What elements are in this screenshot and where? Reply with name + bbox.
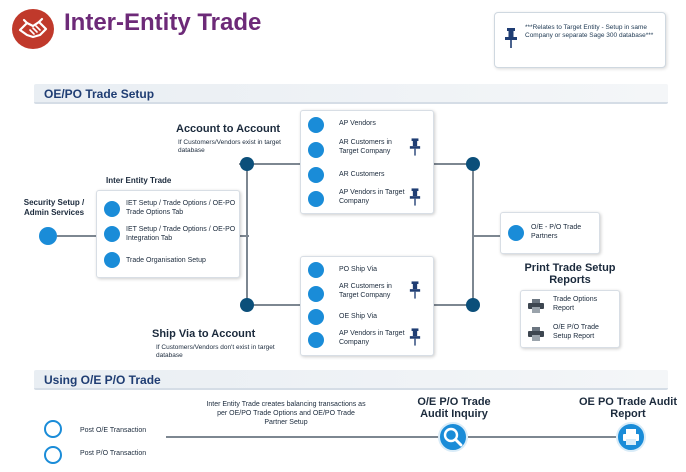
pin-icon <box>409 138 421 156</box>
ship-via-heading: Ship Via to Account <box>152 328 256 340</box>
connector <box>468 436 616 438</box>
section-banner-setup: OE/PO Trade Setup <box>34 84 668 104</box>
connector <box>261 304 301 306</box>
connector <box>166 436 442 438</box>
report-item: O/E P/O Trade Setup Report <box>553 324 599 340</box>
account-item: AR Customers in Target Company <box>339 139 392 155</box>
junction-node <box>240 157 254 171</box>
printer-icon <box>528 327 544 341</box>
report-item: Trade Options Report <box>553 296 598 312</box>
account-item: AP Vendors <box>339 120 376 127</box>
page-title: Inter-Entity Trade <box>64 9 262 36</box>
connector <box>472 163 474 305</box>
account-to-account-box: AP Vendors AR Customers in Target Compan… <box>300 110 434 214</box>
section-title-setup: OE/PO Trade Setup <box>44 87 155 101</box>
printer-icon <box>623 429 639 445</box>
inter-entity-item: IET Setup / Trade Options / OE-PO Integr… <box>126 226 236 242</box>
legend-note-text: ***Relates to Target Entity - Setup in s… <box>525 24 654 39</box>
pin-icon <box>409 328 421 346</box>
ship-via-sub: If Customers/Vendors don't exist in targ… <box>156 344 275 359</box>
step-label: Post O/E Transaction <box>80 427 147 434</box>
connector <box>246 163 248 305</box>
printer-icon <box>528 299 544 313</box>
bullet-dot <box>308 262 324 278</box>
bullet-dot <box>308 332 324 348</box>
bullet-dot <box>104 226 120 242</box>
bullet-dot <box>308 117 324 133</box>
ship-via-item: OE Ship Via <box>339 313 378 320</box>
bullet-dot <box>308 309 324 325</box>
bullet-dot <box>308 167 324 183</box>
reports-box: Trade Options Report O/E P/O Trade Setup… <box>520 290 620 348</box>
trade-partners-label: O/E - P/O Trade Partners <box>531 224 582 240</box>
account-to-account-sub: If Customers/Vendors exist in target dat… <box>178 139 281 154</box>
connector <box>239 235 249 237</box>
audit-inquiry-node <box>438 422 468 452</box>
junction-node <box>466 157 480 171</box>
bullet-dot <box>308 142 324 158</box>
step-node <box>44 420 62 438</box>
junction-node <box>466 298 480 312</box>
audit-report-label: OE PO Trade Audit Report <box>579 396 677 420</box>
reports-heading: Print Trade Setup Reports <box>524 262 616 286</box>
bullet-dot <box>308 286 324 302</box>
connector <box>57 235 97 237</box>
inter-entity-item: Trade Organisation Setup <box>126 257 206 264</box>
trade-partners-box: O/E - P/O Trade Partners <box>500 212 600 254</box>
audit-report-node <box>616 422 646 452</box>
account-item: AR Customers <box>339 171 385 178</box>
security-setup-label: Security Setup / Admin Services <box>23 198 85 217</box>
pin-icon <box>409 281 421 299</box>
account-item: AP Vendors in Target Company <box>339 189 405 205</box>
connector <box>472 235 502 237</box>
junction-node <box>240 298 254 312</box>
bullet-dot <box>104 201 120 217</box>
step-label: Post P/O Transaction <box>80 450 147 457</box>
bullet-dot <box>308 191 324 207</box>
connector <box>433 163 473 165</box>
search-icon <box>443 427 463 447</box>
audit-inquiry-label: O/E P/O Trade Audit Inquiry <box>417 396 491 420</box>
ship-via-item: AR Customers in Target Company <box>339 283 392 299</box>
section-banner-using: Using O/E P/O Trade <box>34 370 668 390</box>
connector <box>433 304 473 306</box>
security-setup-node <box>39 227 57 245</box>
legend-note: ***Relates to Target Entity - Setup in s… <box>494 12 666 68</box>
ship-via-box: PO Ship Via AR Customers in Target Compa… <box>300 256 434 356</box>
bullet-dot <box>508 225 524 241</box>
using-description: Inter Entity Trade creates balancing tra… <box>206 401 366 426</box>
inter-entity-item: IET Setup / Trade Options / OE-PO Trade … <box>126 200 236 216</box>
handshake-icon <box>12 9 54 49</box>
ship-via-item: PO Ship Via <box>339 266 378 273</box>
section-title-using: Using O/E P/O Trade <box>44 373 161 387</box>
pin-icon <box>505 28 517 48</box>
step-node <box>44 446 62 464</box>
pin-icon <box>409 188 421 206</box>
inter-entity-box: IET Setup / Trade Options / OE-PO Trade … <box>96 190 240 278</box>
connector <box>261 163 301 165</box>
inter-entity-heading: Inter Entity Trade <box>106 176 172 185</box>
connector <box>246 304 266 306</box>
ship-via-item: AP Vendors in Target Company <box>339 330 405 346</box>
account-to-account-heading: Account to Account <box>176 123 281 135</box>
bullet-dot <box>104 252 120 268</box>
